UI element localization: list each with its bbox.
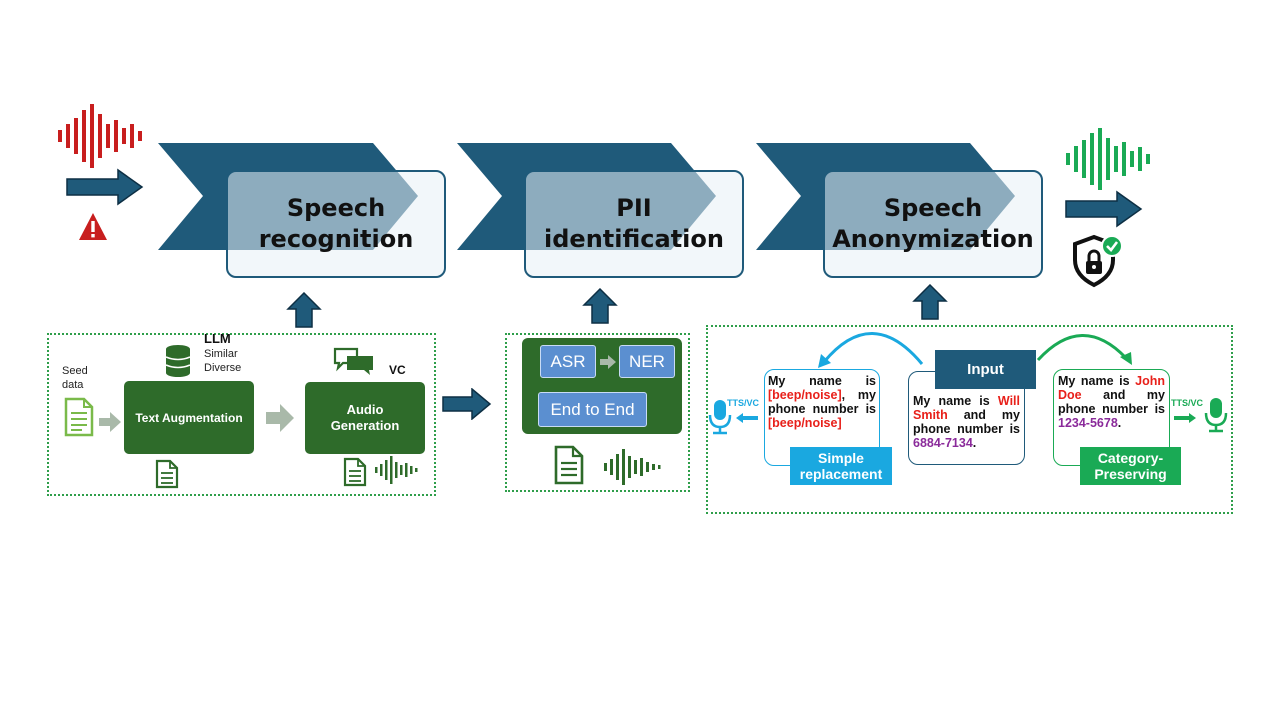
input-arrow-icon [66, 168, 144, 206]
audio-waveform-icon [604, 449, 661, 485]
small-arrow-icon [600, 355, 616, 369]
up-arrow-icon [912, 284, 948, 320]
text-augmentation-label: Text Augmentation [135, 410, 243, 425]
up-arrow-icon [286, 292, 322, 328]
anonymization-panel [706, 325, 1233, 514]
vc-label: VC [389, 363, 406, 377]
simple-replacement-label: Simple replacement [790, 447, 892, 485]
database-icon [165, 345, 191, 377]
anonymized-audio-waveform-icon [1066, 128, 1150, 190]
output-arrow-icon [1065, 190, 1143, 228]
microphone-icon [708, 400, 732, 435]
similar-label: Similar [204, 348, 238, 360]
warning-icon [79, 213, 107, 240]
input-text: My name is Will Smith and my phone numbe… [913, 394, 1020, 450]
shield-lock-icon [1073, 234, 1123, 288]
stage-speech-anonymization: Speech Anonymization [823, 170, 1043, 278]
stage-title: PII identification [544, 194, 724, 253]
document-icon [554, 445, 584, 485]
document-icon [343, 457, 367, 487]
seed-data-label: Seed data [62, 365, 88, 391]
augmentation-panel [47, 333, 436, 496]
raw-audio-waveform-icon [58, 104, 142, 168]
document-icon [155, 459, 179, 489]
up-arrow-icon [582, 288, 618, 324]
asr-box: ASR [540, 345, 596, 378]
chat-bubbles-icon [333, 347, 373, 375]
ner-label: NER [629, 351, 665, 371]
tts-vc-left-label: TTS/VC [727, 398, 760, 408]
simple-replacement-text: My name is [beep/noise], my phone number… [768, 374, 876, 430]
audio-generation-label: Audio Generation [330, 402, 400, 433]
tts-left-arrow-icon [736, 413, 758, 423]
pii-methods-panel [505, 333, 690, 492]
stage-pii-identification: PII identification [524, 170, 744, 278]
stage-title: Speech Anonymization [832, 194, 1034, 253]
text-augmentation-box: Text Augmentation [124, 381, 254, 454]
microphone-icon [1204, 398, 1228, 433]
grey-arrow-icon [266, 404, 294, 432]
audio-generation-box: Audio Generation [305, 382, 425, 454]
input-label: Input [935, 350, 1036, 389]
stage-speech-recognition: Speech recognition [226, 170, 446, 278]
seed-document-icon [64, 397, 94, 437]
llm-label: LLM [204, 331, 231, 346]
grey-arrow-icon [99, 412, 121, 432]
tts-vc-right-label: TTS/VC [1171, 398, 1204, 408]
curved-arrows [818, 332, 1132, 368]
tts-right-arrow-icon [1174, 413, 1196, 423]
ner-box: NER [619, 345, 675, 378]
asr-label: ASR [550, 351, 586, 371]
audio-waveform-icon [375, 456, 418, 484]
category-preserving-text: My name is John Doe and my phone number … [1058, 374, 1165, 430]
stage-title: Speech recognition [258, 194, 414, 253]
category-preserving-label: Category- Preserving [1080, 447, 1181, 485]
right-arrow-icon [442, 388, 492, 420]
end-to-end-box: End to End [538, 392, 647, 427]
diverse-label: Diverse [204, 362, 242, 374]
end-to-end-label: End to End [550, 399, 635, 419]
